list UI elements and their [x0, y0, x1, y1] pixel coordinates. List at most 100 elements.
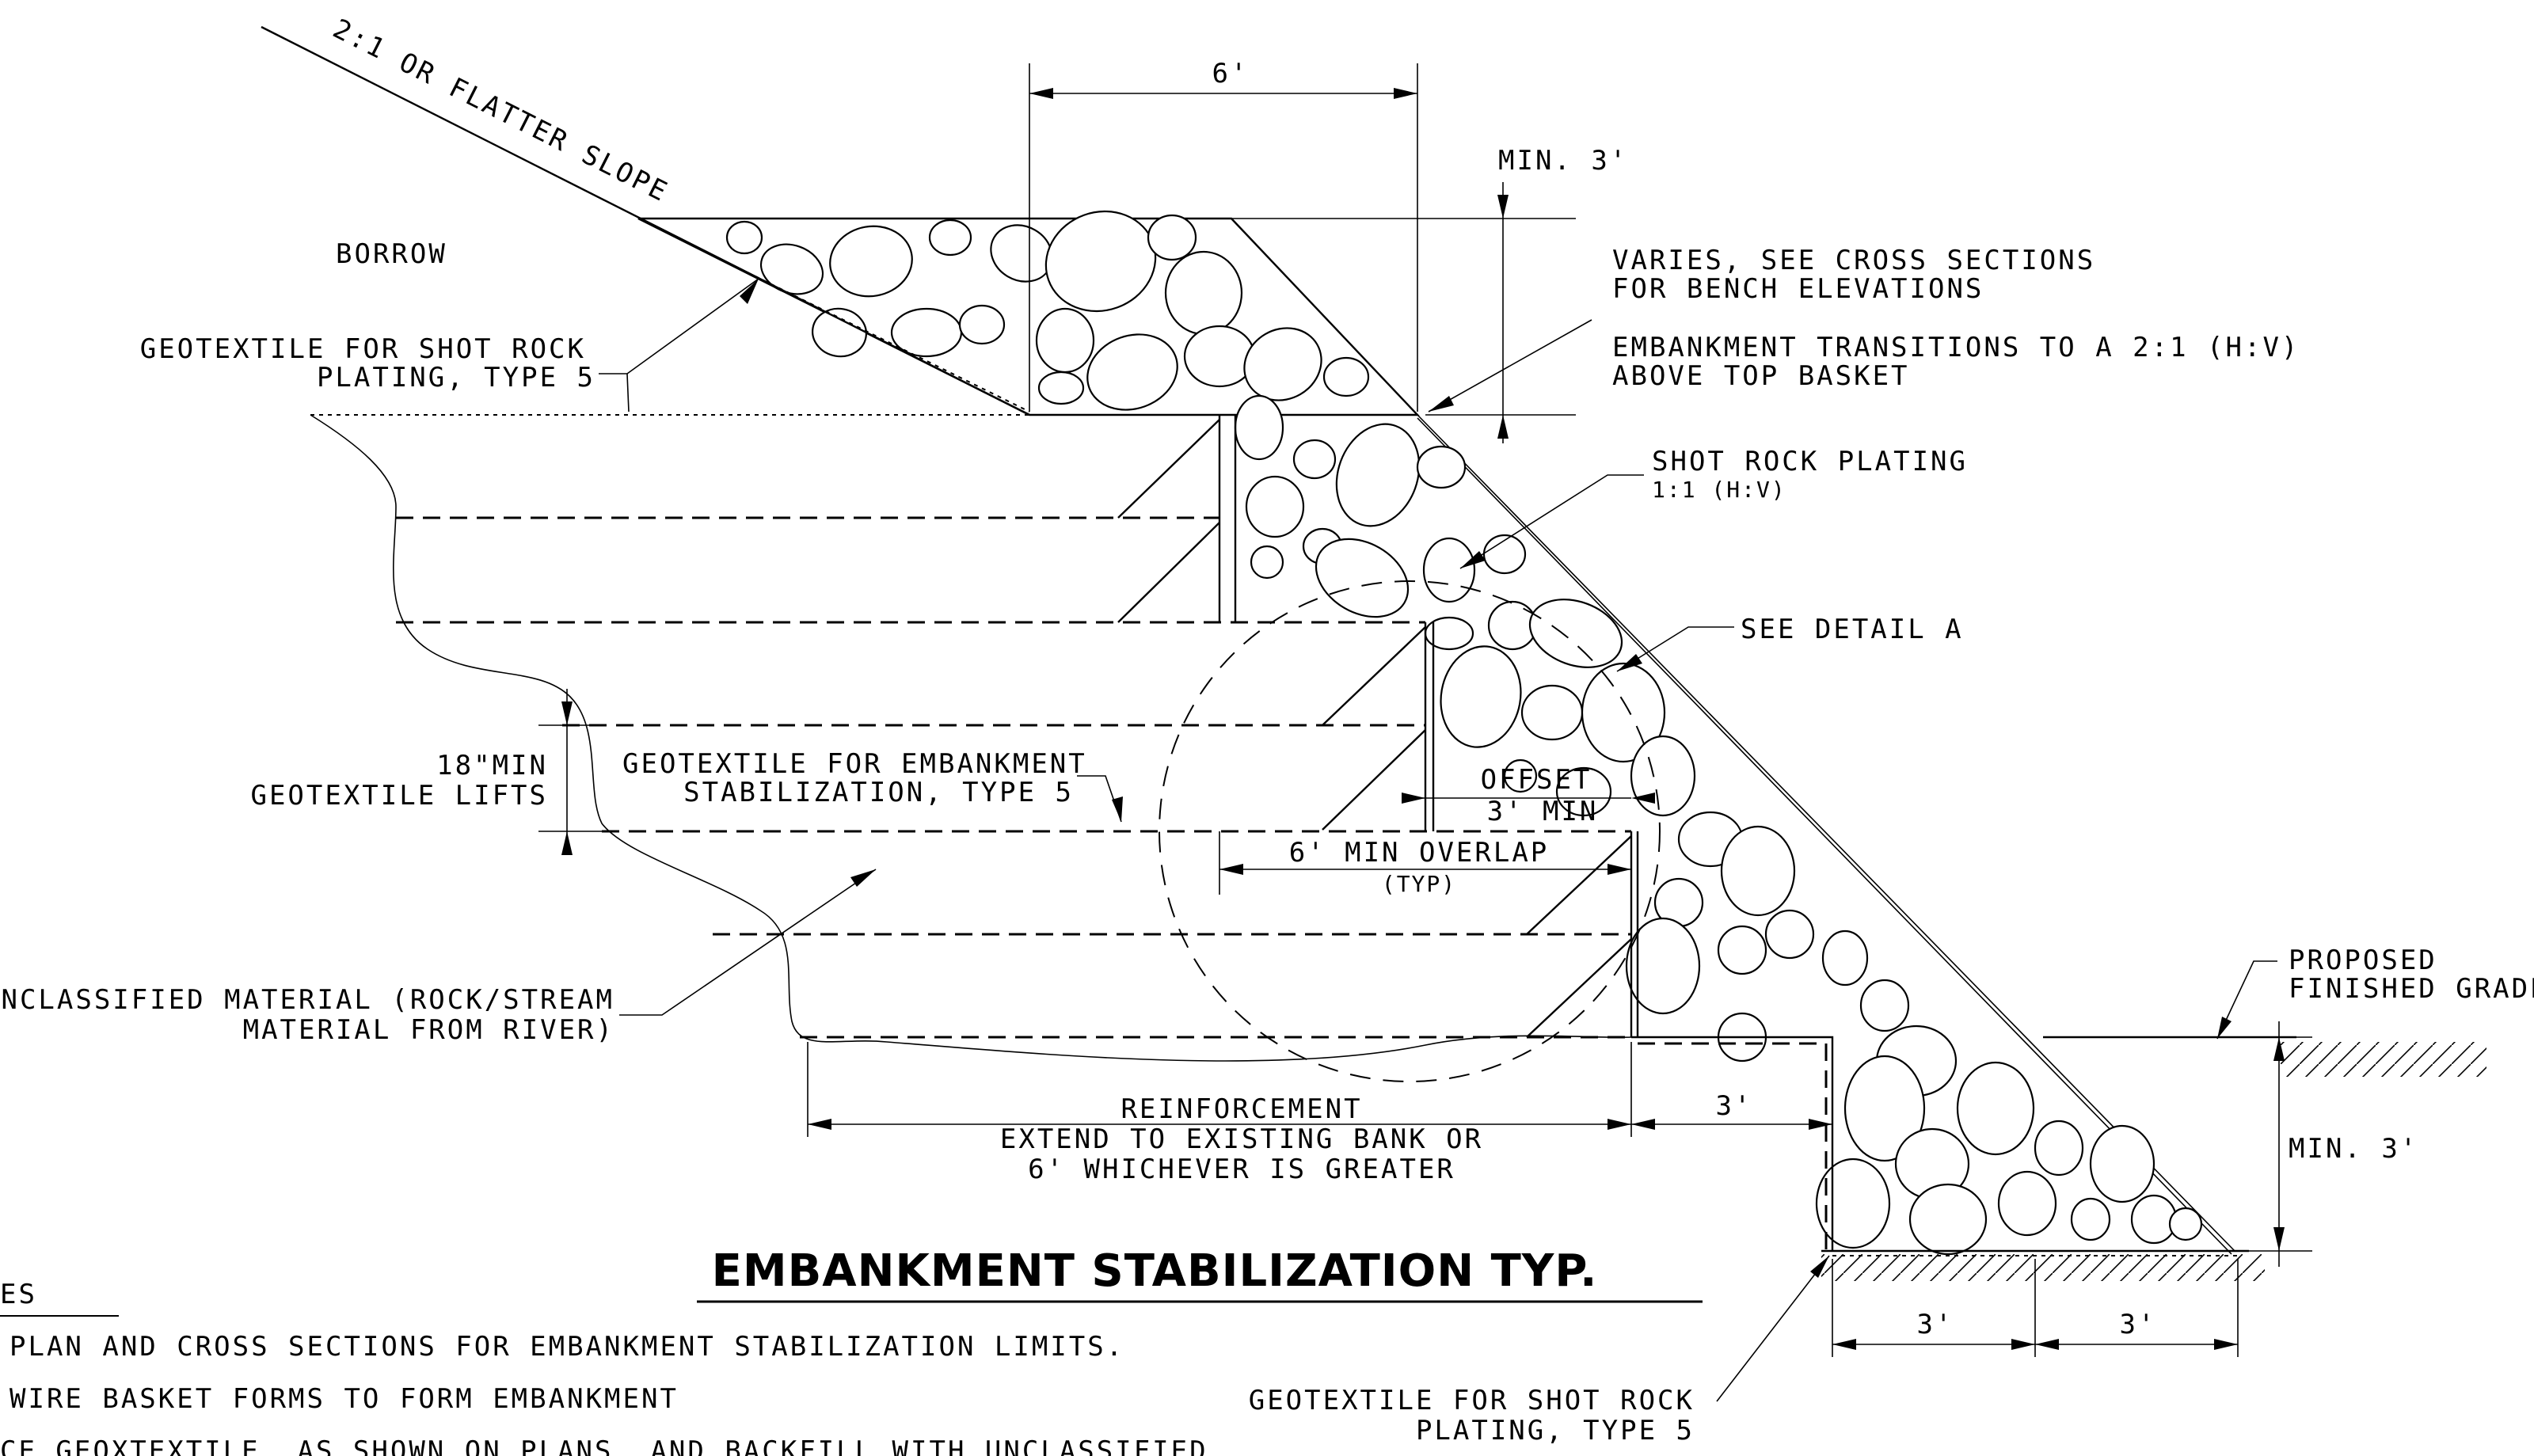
rock-cobble: [2034, 1120, 2084, 1177]
offset-label-1: OFFSET: [1481, 764, 1592, 796]
rock-cobbles: [725, 210, 2203, 1256]
rock-cobble: [1997, 1170, 2057, 1237]
bottom-dim-label-b: 3': [2120, 1309, 2157, 1340]
bottom-hatch: [1821, 1254, 2265, 1281]
toe-dim-label: 3': [1716, 1090, 1753, 1122]
geotextile-lifts: [310, 414, 1834, 1251]
basket-face-2: [1424, 622, 1435, 831]
geo-shot-bottom-label-1: GEOTEXTILE FOR SHOT ROCK: [1249, 1385, 1695, 1416]
rock-cobble: [1086, 333, 1178, 411]
rock-cobble: [1243, 327, 1322, 401]
reinforcement-label-2: EXTEND TO EXISTING BANK OR: [1000, 1123, 1483, 1155]
rock-cobble: [890, 307, 963, 358]
dim-6ft-label: 6': [1212, 58, 1250, 89]
leaders: [599, 278, 2277, 1402]
rock-cobble: [1630, 735, 1696, 817]
rock-cobble: [1422, 537, 1476, 603]
rock-cobble: [1335, 423, 1421, 527]
rock-cobble: [1581, 662, 1666, 763]
rock-cobble: [1815, 1158, 1891, 1249]
rock-cobble: [1482, 534, 1527, 575]
rock-slope-face-2: [1417, 417, 2232, 1255]
note-item-2: WIRE BASKET FORMS TO FORM EMBANKMENT: [10, 1383, 679, 1415]
lifts-label-2: GEOTEXTILE LIFTS: [250, 780, 548, 812]
overlap-label-1: 6' MIN OVERLAP: [1289, 837, 1550, 869]
geo-shot-top-label-1: GEOTEXTILE FOR SHOT ROCK: [140, 333, 586, 365]
leader-varies: [1428, 319, 1592, 412]
leader-geo-bottom: [1716, 1255, 1830, 1402]
rock-cobble: [1859, 979, 1910, 1032]
existing-bank-line: [310, 414, 1632, 1062]
see-detail-label: SEE DETAIL A: [1741, 614, 1964, 645]
varies-label-2: FOR BENCH ELEVATIONS: [1612, 273, 1984, 305]
rock-cobble: [725, 220, 763, 255]
shot-rock-plating: [637, 210, 2235, 1256]
rock-cobble: [1720, 825, 1796, 917]
rock-cobble: [1315, 538, 1410, 618]
brace: [1526, 835, 1632, 935]
unclassified-label-2: MATERIAL FROM RIVER): [243, 1014, 614, 1046]
reinforcement-label-1: REINFORCEMENT: [1121, 1093, 1362, 1125]
transition-label-1: EMBANKMENT TRANSITIONS TO A 2:1 (H:V): [1612, 332, 2300, 363]
rock-cobble: [928, 219, 972, 257]
rock-cobble: [1440, 645, 1522, 748]
toe-trench: [1631, 1036, 1834, 1251]
rock-cobble: [2168, 1207, 2203, 1241]
offset-label-2: 3' MIN: [1487, 796, 1599, 827]
geotextile-slope-line: [637, 218, 1030, 412]
proposed-label-2: FINISHED GRADE: [2289, 973, 2534, 1005]
detail-a-circle: [1159, 580, 1661, 1082]
rock-cobble: [829, 225, 913, 298]
lifts-label-1: 18"MIN: [436, 750, 548, 781]
rock-cobble: [1037, 371, 1085, 405]
slope-label: 2:1 OR FLATTER SLOPE: [328, 13, 674, 208]
rock-cobble: [1555, 766, 1612, 817]
note-item-1: PLAN AND CROSS SECTIONS FOR EMBANKMENT S…: [10, 1331, 1124, 1363]
borrow-slope-line: [261, 25, 1030, 416]
geo-shot-top-label-2: PLATING, TYPE 5: [317, 362, 595, 393]
basket-face-1: [1218, 415, 1237, 622]
rock-cobble: [1503, 758, 1538, 793]
min-3-top-label: MIN. 3': [1498, 145, 1628, 177]
geo-emb-label-2: STABILIZATION, TYPE 5: [683, 777, 1074, 808]
ground: [1821, 1036, 2486, 1281]
min-3-right-label: MIN. 3': [2289, 1133, 2418, 1165]
rock-cobble: [958, 304, 1006, 345]
rock-cobble: [1956, 1061, 2035, 1156]
rock-cobble: [1250, 545, 1284, 580]
rock-cobble: [1908, 1183, 1988, 1256]
rock-cobble: [1292, 439, 1337, 480]
rock-cobble: [1843, 1055, 1926, 1162]
dimensions: [538, 63, 2312, 1357]
rock-cobble: [2089, 1124, 2155, 1203]
leader-unclassified: [619, 869, 877, 1016]
note-item-3: CE GEOXTEXTILE, AS SHOWN ON PLANS, AND B…: [0, 1435, 1208, 1456]
basket-face-3: [1630, 831, 1639, 1037]
rock-cobble: [1821, 929, 1869, 987]
transition-label-2: ABOVE TOP BASKET: [1612, 360, 1910, 392]
grade-hatch: [2281, 1042, 2486, 1077]
rock-cobble: [1147, 214, 1197, 261]
brace: [1117, 419, 1220, 519]
overlap-label-2: (TYP): [1382, 871, 1456, 897]
borrow-label: BORROW: [336, 238, 447, 270]
rock-cobble: [1044, 210, 1157, 313]
leader-proposed: [2216, 960, 2277, 1040]
rock-cobble: [759, 243, 824, 295]
shot-rock-label-2: 1:1 (H:V): [1652, 477, 1786, 503]
unclassified-label-1: UNCLASSIFIED MATERIAL (ROCK/STREAM: [0, 984, 614, 1016]
toe-geotextile: [1638, 1042, 1828, 1251]
rock-cobble: [2130, 1194, 2178, 1245]
rock-cobble: [1183, 325, 1256, 388]
rock-cobble: [812, 307, 867, 358]
leader-geo-top: [599, 373, 630, 412]
brace: [1526, 938, 1632, 1038]
bottom-dim-label-a: 3': [1917, 1309, 1954, 1340]
rock-cobble: [1764, 909, 1815, 960]
rock-cobble: [1528, 599, 1623, 668]
rock-cobble: [1245, 475, 1305, 538]
geo-emb-label-1: GEOTEXTILE FOR EMBANKMENT: [622, 748, 1087, 780]
shot-rock-label-1: SHOT ROCK PLATING: [1652, 446, 1968, 477]
rock-cobble: [1416, 445, 1467, 489]
leader-detail-a: [1616, 626, 1734, 672]
